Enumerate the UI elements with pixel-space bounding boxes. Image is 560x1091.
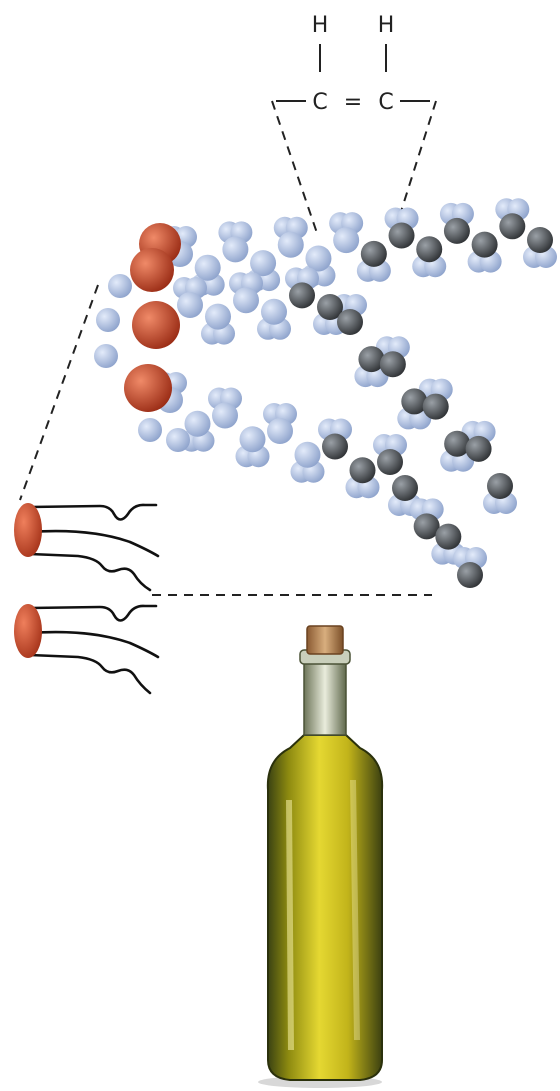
fat-symbol-top [14, 503, 160, 592]
carbon-atom [422, 393, 449, 420]
bottle-highlight-2 [350, 780, 360, 1040]
bottle-highlight [286, 800, 294, 1050]
hydrogen-atom [250, 250, 277, 277]
carbon-label-right: C [378, 90, 393, 115]
carbon-atom [392, 475, 418, 501]
oxygen-atom [130, 248, 174, 292]
oil-bottle [258, 625, 384, 1088]
hydrogen-atom [222, 236, 249, 263]
glycerol-head-bottom [14, 604, 42, 658]
hydrogen-atom [233, 287, 259, 314]
carbon-atom [401, 388, 428, 415]
zoom-line-molecule-left [19, 284, 99, 501]
carbon-atom [527, 227, 553, 253]
carbon-atom [487, 473, 513, 499]
hydrogen-atom [108, 274, 132, 298]
carbon-atom [337, 309, 363, 335]
hydrogen-atom [212, 402, 238, 429]
carbon-atom [413, 513, 440, 540]
molecule-model [94, 198, 557, 588]
carbon-atom [360, 240, 387, 267]
carbon-atom [416, 236, 443, 263]
carbon-atom [471, 231, 498, 258]
double-bond-formula: H H C = C [271, 13, 437, 241]
carbon-atom [457, 562, 483, 588]
carbon-atom [379, 351, 406, 378]
carbon-atom [289, 282, 315, 309]
oxygen-atom [124, 364, 172, 412]
hydrogen-atom [194, 254, 221, 281]
zoom-lines-symbol [19, 284, 432, 596]
bottle-body [266, 734, 384, 1081]
carbon-atom [444, 430, 471, 457]
hydrogen-atom [166, 428, 190, 452]
carbon-atom [388, 222, 415, 249]
hydrogen-atom [261, 298, 287, 325]
hydrogen-atom [305, 245, 332, 272]
carbon-atom [349, 457, 376, 484]
hydrogen-atom [277, 231, 304, 258]
carbon-atom [499, 213, 526, 240]
carbon-atom [317, 294, 343, 320]
carbon-atom [358, 346, 385, 373]
bottle-neck [303, 661, 347, 736]
fat-symbol-bottom [14, 604, 160, 695]
fat-molecule-symbol [14, 503, 160, 695]
carbon-atom [465, 435, 492, 462]
hydrogen-atom [94, 344, 118, 368]
carbon-atom [322, 433, 348, 460]
hydrogen-atom [267, 418, 293, 444]
hydrogen-atom [138, 418, 162, 442]
carbon-atom [435, 523, 462, 550]
hydrogen-atom [333, 227, 360, 254]
carbon-atom [377, 449, 403, 475]
double-bond-symbol: = [344, 90, 362, 115]
hydrogen-atom [177, 292, 203, 318]
hydrogen-label-right: H [378, 13, 395, 38]
cork [306, 625, 344, 655]
hydrogen-atom [294, 441, 321, 468]
zoom-line-right [391, 100, 437, 241]
hydrogen-atom [96, 308, 120, 332]
hydrogen-atom [184, 410, 211, 437]
hydrogen-label-left: H [312, 13, 329, 38]
hydrogen-atom [205, 303, 231, 330]
oxygen-atom [132, 301, 180, 349]
carbon-atom [443, 217, 470, 244]
glycerol-head-top [14, 503, 42, 557]
carbon-label-left: C [312, 90, 327, 115]
hydrogen-atom [239, 426, 266, 453]
zoom-line-left [271, 100, 319, 237]
